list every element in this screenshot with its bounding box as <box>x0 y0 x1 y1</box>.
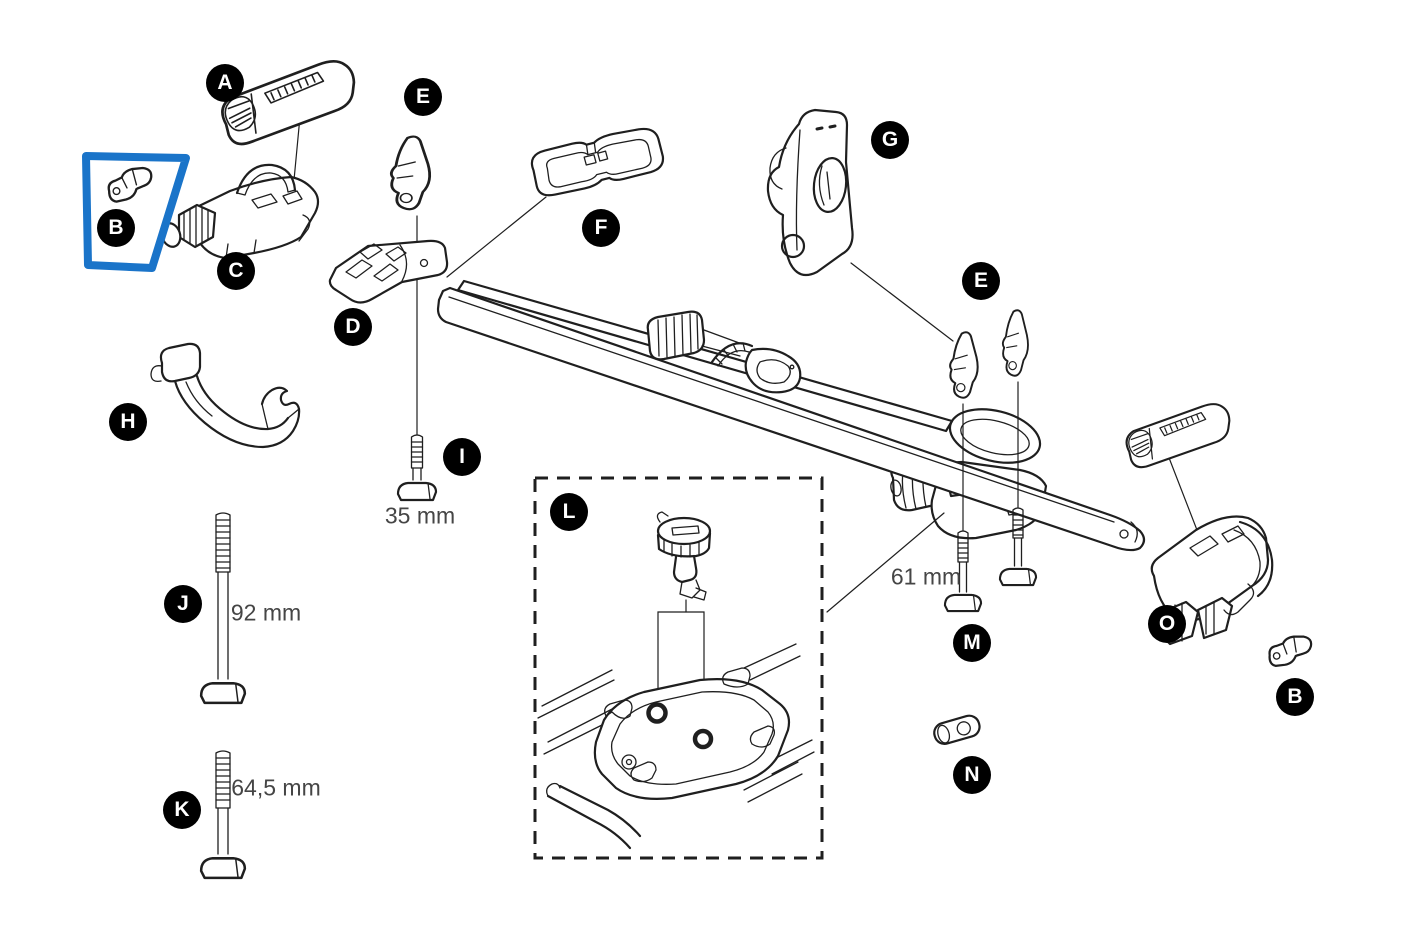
part-h-claw-drawing <box>150 342 301 449</box>
part-marker-i: I <box>443 438 481 476</box>
part-marker-b2: B <box>1276 678 1314 716</box>
part-m-bolt1-drawing <box>943 530 983 613</box>
inset-detail-l <box>533 476 824 860</box>
part-marker-j: J <box>164 585 202 623</box>
mount-base-drawing <box>537 643 815 850</box>
part-n-barrel-nut-drawing <box>933 714 981 745</box>
wheel-cradle-drawing <box>646 310 802 394</box>
part-marker-n: N <box>953 756 991 794</box>
lock-cylinder-drawing <box>656 511 712 736</box>
part-marker-d: D <box>334 308 372 346</box>
part-d-adapter-plate-drawing <box>328 239 449 304</box>
dimension-label-61mm: 61 mm <box>890 563 962 590</box>
part-a-handle-right-drawing <box>1121 399 1237 471</box>
part-marker-b: B <box>97 209 135 247</box>
part-marker-f: F <box>582 209 620 247</box>
part-j-bolt-drawing <box>199 512 247 705</box>
dimension-label-92mm: 92 mm <box>230 599 302 626</box>
part-k-bolt-drawing <box>199 750 247 880</box>
part-m-bolt2-drawing <box>998 507 1038 587</box>
part-marker-m: M <box>953 624 991 662</box>
dimension-label-645mm: 64,5 mm <box>231 774 321 801</box>
part-marker-l: L <box>550 493 588 531</box>
part-f-bracket-drawing <box>530 127 665 197</box>
part-c-wheel-holder-drawing <box>160 163 320 260</box>
part-marker-k: K <box>163 791 201 829</box>
wheel-tray-rail-drawing <box>436 279 1146 552</box>
highlight-outline <box>82 152 190 272</box>
part-marker-e1: E <box>404 78 442 116</box>
part-e-lever-right2-drawing <box>1001 309 1029 377</box>
part-marker-e2: E <box>962 262 1000 300</box>
part-b-clip-drawing <box>107 166 153 203</box>
part-marker-c: C <box>217 252 255 290</box>
part-marker-o: O <box>1148 605 1186 643</box>
part-b-clip-right-drawing <box>1267 632 1313 671</box>
part-g-tower-drawing <box>766 108 854 277</box>
part-e-lever-drawing <box>389 135 432 211</box>
dimension-label-35mm: 35 mm <box>384 502 456 529</box>
part-e-lever-right1-drawing <box>949 331 979 399</box>
part-i-bolt-drawing <box>396 434 438 502</box>
part-marker-a: A <box>206 64 244 102</box>
inset-dashed-box <box>533 476 824 860</box>
part-marker-h: H <box>109 403 147 441</box>
part-marker-g: G <box>871 121 909 159</box>
